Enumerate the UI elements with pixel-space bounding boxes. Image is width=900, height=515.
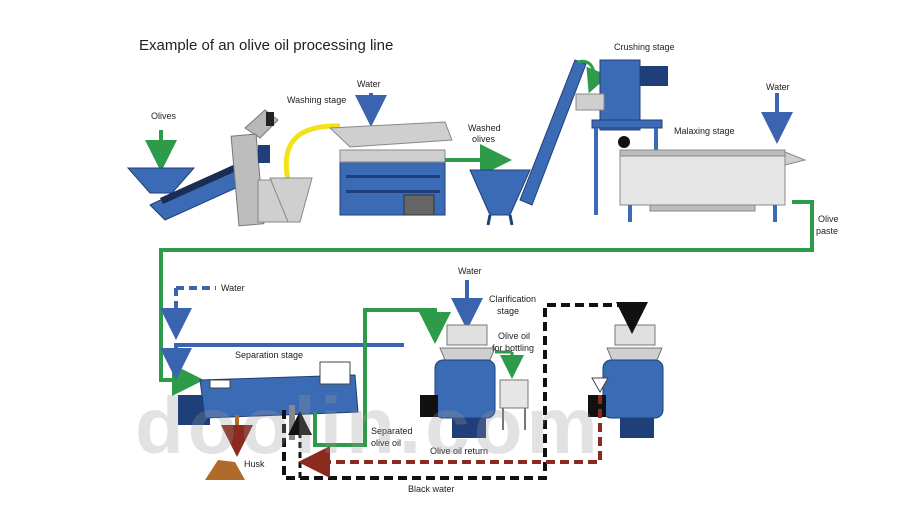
watermark: doolin.com (135, 381, 602, 470)
label-washed-olives-2: olives (472, 134, 496, 144)
label-separated-oil-1: Separated (371, 426, 413, 436)
malaxer (619, 93, 807, 222)
label-olive-oil-return: Olive oil return (430, 446, 489, 456)
label-olive-paste-1: Olive (818, 214, 839, 224)
centrifuge-1 (420, 280, 529, 438)
washing-machine (328, 93, 512, 216)
water-legend (160, 286, 216, 340)
label-olive-oil-bottling-1: Olive oil (498, 331, 531, 341)
label-black-water: Black water (408, 484, 455, 494)
label-husk: Husk (244, 459, 265, 469)
label-clarification-1: Clarification (489, 294, 537, 304)
yellow-chute (269, 123, 341, 223)
label-crushing-stage: Crushing stage (614, 42, 675, 52)
black-water-line (282, 302, 648, 480)
washed-olives-hopper (469, 169, 531, 226)
crusher (575, 59, 668, 215)
label-water-legend: Water (221, 283, 245, 293)
diagram-title: Example of an olive oil processing line (139, 37, 394, 54)
label-water-mid: Water (458, 266, 482, 276)
label-separation-stage: Separation stage (235, 350, 304, 360)
inclined-elevator (519, 59, 609, 206)
water-to-separation (160, 343, 404, 380)
label-water-top: Water (357, 79, 381, 89)
label-olive-paste-2: paste (816, 226, 839, 236)
label-clarification-2: stage (497, 306, 520, 316)
label-washing-stage: Washing stage (287, 95, 347, 105)
oil-return-line (298, 395, 602, 478)
label-malaxing-stage: Malaxing stage (674, 126, 735, 136)
label-olives: Olives (151, 111, 177, 121)
label-separated-oil-2: olive oil (371, 438, 402, 448)
label-olive-oil-bottling-2: for bottling (492, 343, 535, 353)
label-washed-olives-1: Washed (468, 123, 501, 133)
olive-hopper (126, 130, 196, 194)
separated-oil-line (313, 308, 451, 447)
label-water-right: Water (766, 82, 790, 92)
paste-line (159, 200, 814, 396)
